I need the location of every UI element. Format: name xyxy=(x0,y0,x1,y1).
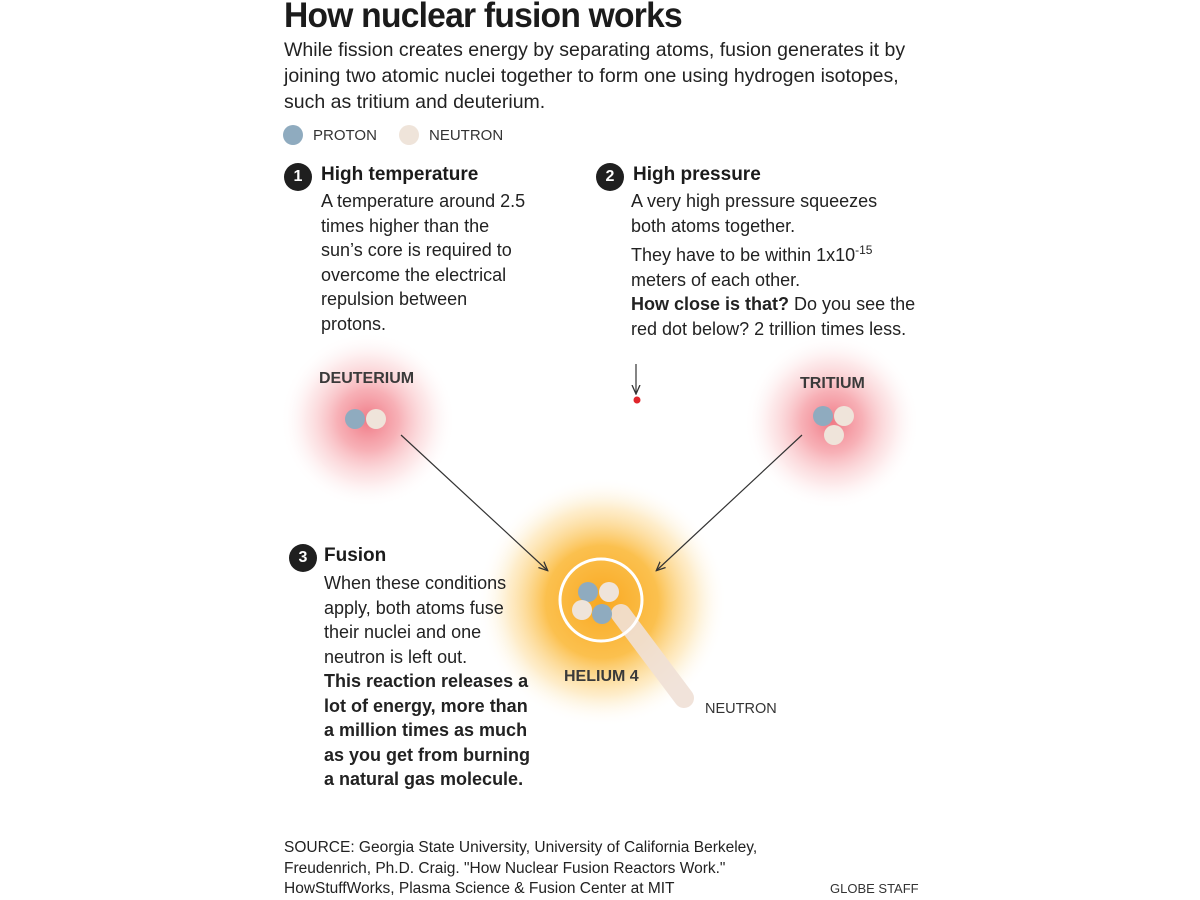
step-1-badge: 1 xyxy=(284,163,312,191)
intro-text: While fission creates energy by separati… xyxy=(284,39,906,113)
step-2-question: How close is that? xyxy=(631,294,790,314)
step-3-text: When these conditions apply, both atoms … xyxy=(324,571,536,792)
deuterium-arrow xyxy=(400,434,547,570)
tritium-neutron-2 xyxy=(824,425,844,445)
step-2-badge: 2 xyxy=(596,163,624,191)
step-2-text-c: meters of each other. xyxy=(631,269,801,290)
step-3-badge: 3 xyxy=(289,544,317,572)
legend-neutron: NEUTRON xyxy=(399,124,503,146)
tritium-neutron-1 xyxy=(834,406,854,426)
step-1-text: A temperature around 2.5 times higher th… xyxy=(321,191,526,334)
step-3-text-plain: When these conditions apply, both atoms … xyxy=(324,573,507,667)
tritium-proton xyxy=(813,406,833,426)
page-title: How nuclear fusion works xyxy=(284,0,683,35)
red-dot xyxy=(633,396,641,404)
step-3-text-bold: This reaction releases a lot of energy, … xyxy=(324,671,531,789)
step-2-heading: High pressure xyxy=(633,164,761,185)
tritium-arrow xyxy=(657,434,803,570)
helium-neutron-2 xyxy=(572,600,592,620)
tritium-label: TRITIUM xyxy=(800,375,865,392)
helium-proton-2 xyxy=(592,604,612,624)
legend-proton: PROTON xyxy=(283,124,377,146)
step-2-text-d: Do you see the red dot below? 2 trillion… xyxy=(631,294,916,339)
deuterium-proton xyxy=(345,409,365,429)
proton-swatch-icon xyxy=(283,125,303,145)
helium-ring xyxy=(558,557,644,643)
deuterium-neutron xyxy=(366,409,386,429)
deuterium-label: DEUTERIUM xyxy=(319,370,415,387)
helium-neutron-1 xyxy=(599,582,619,602)
step-2-text-a: A very high pressure squeezes both atoms… xyxy=(631,191,878,236)
neutron-label: NEUTRON xyxy=(705,701,777,717)
step-2-line-b: They have to be within 1x10-15 xyxy=(631,238,916,268)
legend-proton-label: PROTON xyxy=(313,126,377,144)
legend-neutron-label: NEUTRON xyxy=(429,126,504,144)
step-3-heading: Fusion xyxy=(324,545,387,566)
step-2-text-b: They have to be within 1x10 xyxy=(631,245,856,265)
source-note: SOURCE: Georgia State University, Univer… xyxy=(284,839,758,897)
step-1-heading: High temperature xyxy=(321,164,479,185)
credit: GLOBE STAFF xyxy=(830,881,919,896)
neutron-swatch-icon xyxy=(399,125,419,145)
step-2-line-d: How close is that? Do you see the red do… xyxy=(631,292,916,341)
tritium-glow xyxy=(744,334,920,510)
step-2-exponent: -15 xyxy=(855,243,873,257)
step-2-text: A very high pressure squeezes both atoms… xyxy=(631,189,916,341)
helium-proton-1 xyxy=(578,582,598,602)
helium-label: HELIUM 4 xyxy=(564,668,639,685)
